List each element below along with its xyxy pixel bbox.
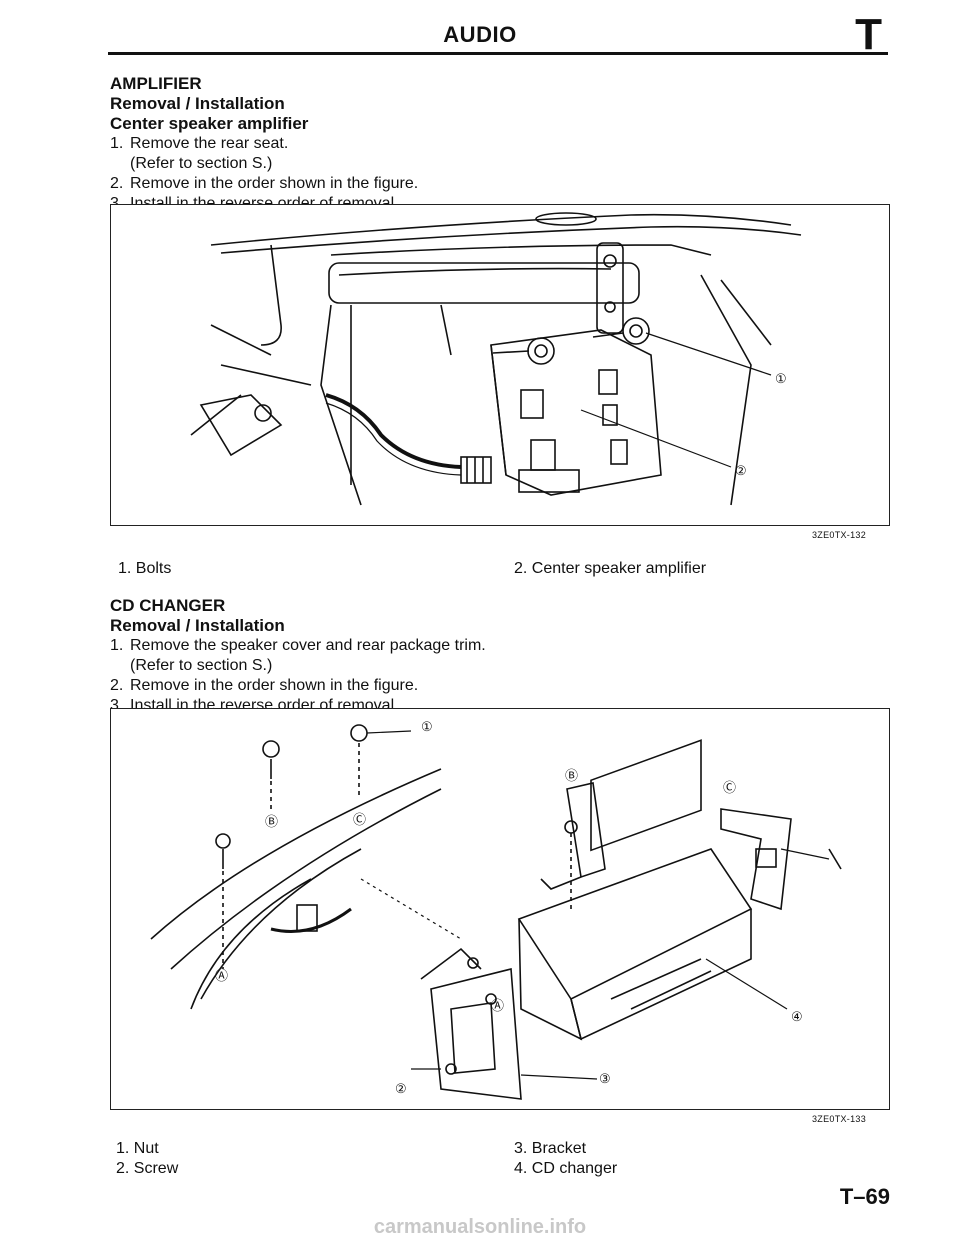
- callout-c: Ⓒ: [353, 812, 367, 827]
- amplifier-heading: AMPLIFIER: [110, 74, 202, 93]
- cd-changer-heading: CD CHANGER: [110, 596, 226, 615]
- section-letter: T: [855, 10, 882, 59]
- amplifier-subsubheading: Center speaker amplifier: [110, 114, 309, 133]
- cd-changer-illustration: [150, 724, 842, 1100]
- cd-changer-step-1: 1. Remove the speaker cover and rear pac…: [110, 637, 486, 654]
- figure-code: 3ZE0TX-133: [812, 1114, 867, 1124]
- callout-2: ②: [735, 463, 747, 478]
- page-number: T–69: [839, 1184, 890, 1209]
- figure-code: 3ZE0TX-132: [812, 530, 867, 540]
- amplifier-section: AMPLIFIER Removal / Installation Center …: [110, 74, 570, 214]
- callout-a-2: Ⓐ: [491, 998, 505, 1013]
- cd-changer-step-1-note: (Refer to section S.): [130, 657, 273, 674]
- legend-item: 1. Nut: [116, 1140, 159, 1157]
- callout-b: Ⓑ: [265, 814, 279, 829]
- amplifier-illustration: [190, 212, 802, 506]
- page-title: AUDIO: [443, 22, 517, 47]
- callout-4: ④: [791, 1009, 803, 1024]
- legend-item: 2. Screw: [116, 1160, 179, 1177]
- amplifier-step-1-note: (Refer to section S.): [130, 155, 273, 172]
- callout-b-2: Ⓑ: [565, 768, 579, 783]
- callout-c-2: Ⓒ: [723, 780, 737, 795]
- amplifier-step-2: 2. Remove in the order shown in the figu…: [110, 175, 419, 192]
- amplifier-figure: ① ②: [110, 204, 890, 526]
- legend-item: 1. Bolts: [118, 560, 172, 577]
- callout-3: ③: [599, 1071, 611, 1086]
- callout-1: ①: [421, 719, 433, 734]
- cd-changer-figure: ① ② ③ ④ Ⓐ Ⓐ Ⓑ Ⓑ Ⓒ Ⓒ: [110, 708, 890, 1110]
- legend-item: 4. CD changer: [514, 1160, 618, 1177]
- callout-2: ②: [395, 1081, 407, 1096]
- header-divider: [108, 52, 888, 55]
- cd-changer-step-2: 2. Remove in the order shown in the figu…: [110, 677, 419, 694]
- cd-changer-subheading: Removal / Installation: [110, 616, 285, 635]
- watermark: carmanualsonline.info: [373, 1216, 587, 1238]
- legend-item: 2. Center speaker amplifier: [514, 560, 707, 577]
- callout-a: Ⓐ: [215, 968, 229, 983]
- cd-changer-section: CD CHANGER Removal / Installation 1. Rem…: [110, 596, 610, 716]
- amplifier-subheading: Removal / Installation: [110, 94, 285, 113]
- amplifier-step-1: 1. Remove the rear seat.: [110, 135, 289, 152]
- legend-item: 3. Bracket: [514, 1140, 587, 1157]
- callout-1: ①: [775, 371, 787, 386]
